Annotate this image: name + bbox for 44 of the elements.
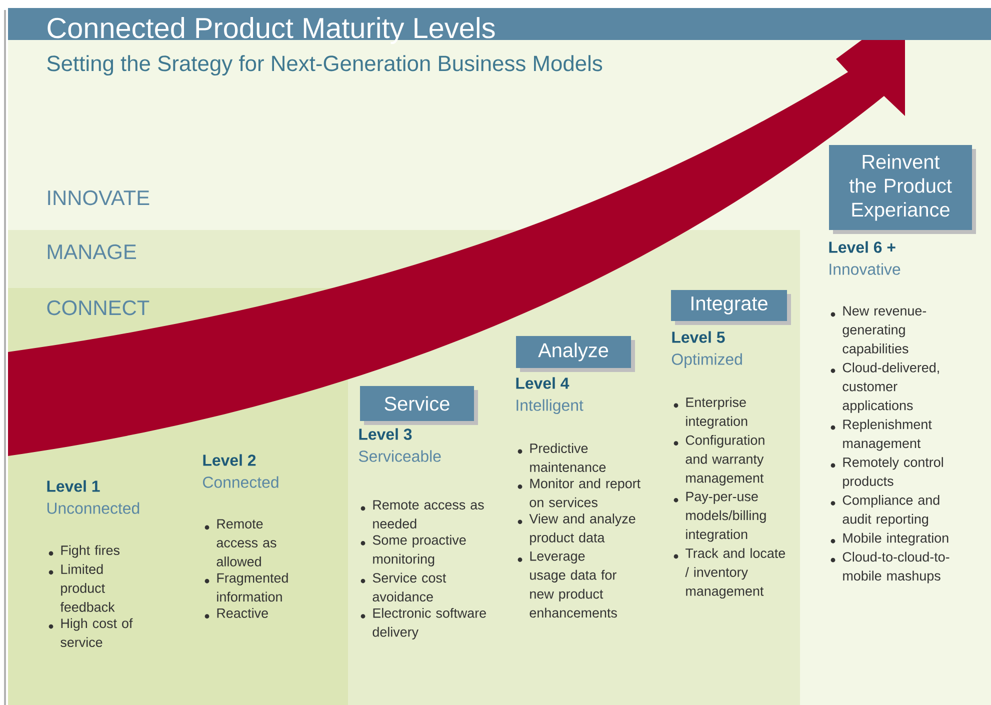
level-name: Innovative [830,263,900,275]
bullet-item: Reactive [204,608,268,619]
bullet-item: Electronic software delivery [360,608,486,640]
bullet-item: Monitor and report on services [518,478,640,508]
level-name: Optimized [672,353,742,368]
subtitle: Setting the Srategy for Next-Generation Business Models [47,55,602,76]
bullet-item: Service cost avoidance [360,572,446,602]
stage-box: Analyze [516,336,635,372]
title: Connected Product Maturity Levels [48,17,495,44]
bullet-item: Compliance and audit reporting [830,495,940,526]
stage-box: Service [360,386,478,425]
bullet-item: Predictive maintenance [518,443,606,472]
bullet-item: Cloud-to-cloud-to-mobile mashups [830,552,950,584]
bullet-item: Remote access as allowed [204,519,276,566]
band-label: MANAGE [48,244,136,260]
bullet-item: Track and locate / inventory management [674,548,786,599]
level-number: Level 1 [47,480,100,492]
band-label: CONNECT [47,300,150,316]
bullet-item: Limited product feedback [48,564,115,612]
level-name: Intelligent [516,399,584,414]
bullet-item: Leverage usage data for new product enhancements [518,551,617,618]
level-number: Level 5 [672,331,725,343]
bullet-item: Fragmented information [204,572,288,602]
level-name: Serviceable [358,450,441,462]
bullet-item: Configuration and warranty management [674,435,764,486]
bullet-item: Remote access as needed [360,500,484,528]
bullet-item: Replenishment management [830,419,932,451]
level-name: Unconnected [47,502,140,514]
stage-box: Integrate [671,290,791,325]
bullet-item: Fight fires [48,545,120,558]
level-name: Connected [203,476,278,488]
bullet-item: Enterprise integration [674,397,748,429]
bullet-item: Some proactive monitoring [360,534,466,566]
bullet-item: Cloud-delivered, customer applications [830,362,939,413]
bullet-item: Pay-per-use models/billing integration [674,492,766,542]
band-label: INNOVATE [48,190,150,206]
stage-box: Reinvent the Product Experiance [829,144,976,234]
bullet-item: High cost of service [48,618,133,648]
level-number: Level 2 [203,454,256,466]
bullet-item: Remotely control products [830,457,943,489]
bullet-item: Mobile integration [830,532,948,546]
level-number: Level 4 [516,377,570,389]
bullet-item: New revenue-generating capabilities [830,306,926,356]
bullet-item: View and analyze product data [518,514,636,546]
